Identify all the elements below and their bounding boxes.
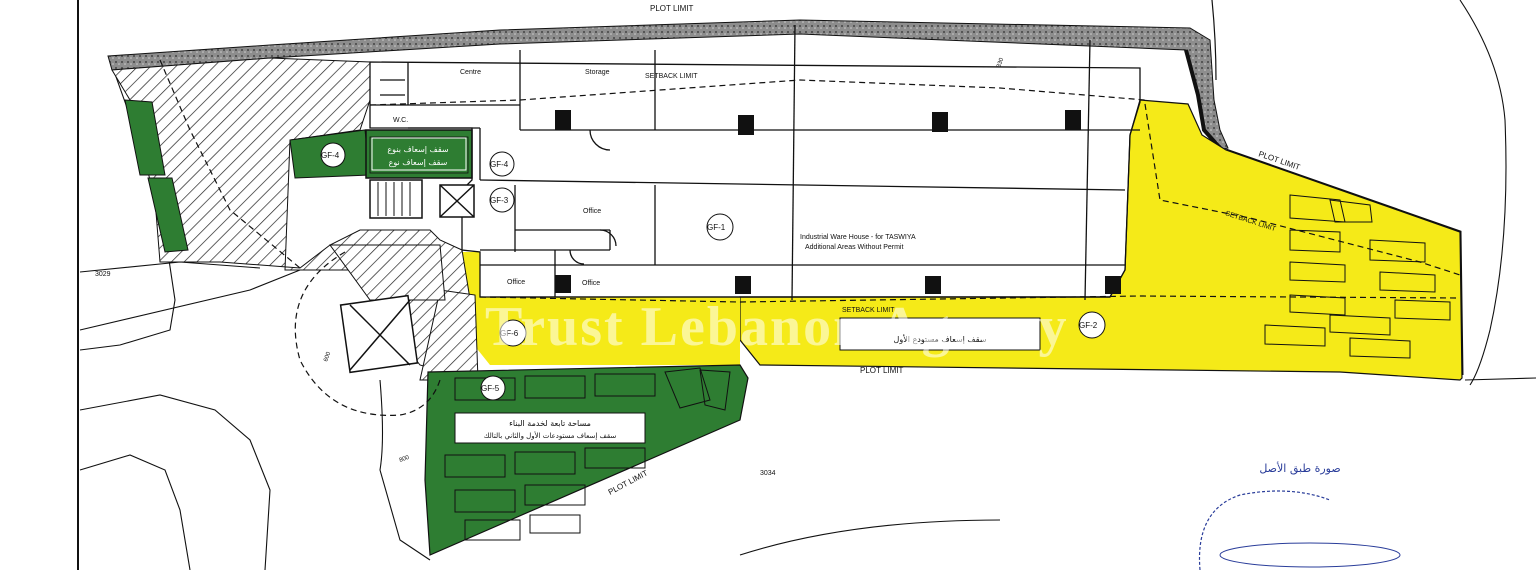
room-centre-label: Centre [460, 69, 481, 76]
dimension-330: 330 [996, 57, 1005, 69]
room-storage-label: Storage [585, 69, 610, 76]
green-strip-2 [147, 177, 189, 253]
gf3-tag: GF-3 [490, 196, 509, 205]
warehouse-subtitle: Additional Areas Without Permit [805, 244, 903, 251]
gf6-tag: GF-6 [500, 329, 519, 338]
stairs-elevator [339, 179, 475, 374]
official-stamp [1198, 490, 1401, 570]
arabic-stamp-text: صورة طبق الأصل [1259, 461, 1340, 476]
plot-limit-top-label: PLOT LIMIT [650, 4, 694, 13]
gf2-parking-bays [1264, 194, 1451, 359]
room-wc-label: W.C. [393, 117, 408, 124]
arabic-gf5-line2: سقف إسعاف مستودعات الأول والثاني بالتالك [484, 431, 617, 440]
setback-bottom-label: SETBACK LIMIT [842, 307, 895, 314]
structural-columns [555, 110, 1121, 294]
gf1-tag: GF-1 [707, 223, 726, 232]
setback-top-label: SETBACK LIMIT [645, 73, 698, 80]
gf2-label-box [839, 317, 1041, 351]
gf2-tag: GF-2 [1079, 321, 1098, 330]
gf5-parking-bays [444, 367, 731, 541]
arabic-gf5-line1: مساحة تابعة لخدمة البناء [509, 419, 591, 428]
zone-yellow-strip [462, 252, 740, 365]
stair-treads [377, 182, 411, 216]
room-office-2-label: Office [507, 279, 525, 286]
setback-lines [159, 59, 1461, 416]
warehouse-title: Industrial Ware House - for TASWIYA [800, 234, 916, 241]
gf4-tag-b: GF-4 [321, 151, 340, 160]
gf5-tag: GF-5 [481, 384, 500, 393]
plot-number-3029: 3029 [95, 271, 111, 278]
plot-boundary-thick [1184, 49, 1222, 150]
green-strip-1 [124, 99, 166, 176]
zone-gf5-green [424, 364, 749, 556]
gf5-label-box [454, 412, 646, 444]
dimension-600: 600 [323, 351, 332, 363]
room-office-1-label: Office [583, 208, 601, 215]
arabic-gf4-line1: سقف إسعاف بنوع [387, 145, 448, 155]
warehouse-building [369, 24, 1141, 301]
room-office-3-label: Office [582, 280, 600, 287]
frame-right-line [1211, 0, 1217, 81]
plot-limit-bottom-label: PLOT LIMIT [860, 366, 904, 375]
plot-number-3034: 3034 [760, 470, 776, 477]
zone-tag-circles [320, 142, 1106, 401]
arabic-gf2-label: سقف إسعاف مستودع الأول [894, 334, 987, 345]
watermark-text: Trust Lebanon Agency [485, 296, 1068, 358]
gf4-tag-a: GF-4 [490, 160, 509, 169]
arabic-gf4-line2: سقف إسعاف نوع [389, 158, 448, 168]
dimension-800: 800 [399, 455, 411, 464]
zone-hatched-stair [329, 244, 446, 301]
